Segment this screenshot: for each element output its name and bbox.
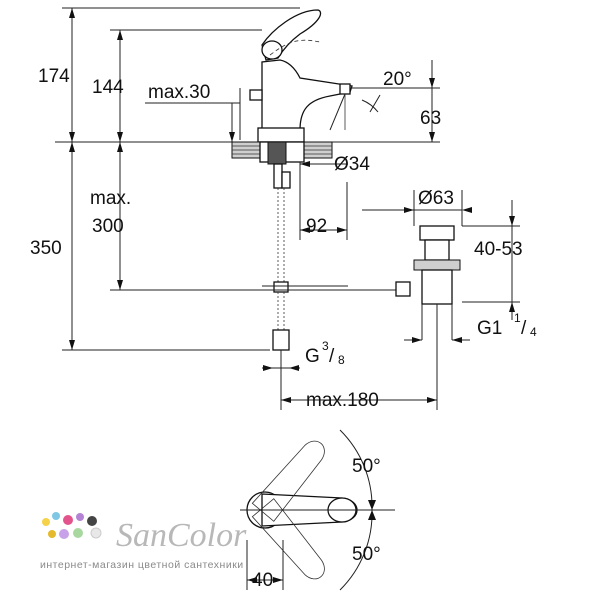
flex-hose [272, 188, 290, 375]
label-max30: max.30 [148, 82, 210, 103]
svg-text:G1: G1 [477, 318, 502, 339]
logo-dots-icon [42, 512, 102, 539]
dim-40-53 [462, 200, 520, 320]
sancolor-watermark: SanColor интернет-магазин цветной сантех… [40, 512, 247, 571]
label-40-53: 40-53 [474, 239, 523, 260]
label-max180: max.180 [306, 390, 379, 411]
dim-g38 [262, 365, 300, 371]
label-40: 40 [252, 570, 273, 591]
label-angle-20: 20° [383, 69, 412, 90]
svg-text:8: 8 [338, 353, 345, 367]
label-angle-50-bottom: 50° [352, 544, 381, 565]
dim-max180 [280, 375, 437, 410]
countertop-section [231, 141, 348, 189]
label-g38: G 3 / 8 [305, 339, 345, 367]
top-view [240, 429, 395, 591]
pop-up-waste [413, 225, 461, 410]
faucet-body [249, 9, 353, 143]
dim-dia63 [362, 190, 472, 226]
label-350: 350 [30, 238, 62, 259]
logo-tagline: интернет-магазин цветной сантехники [40, 559, 244, 571]
svg-text:1: 1 [514, 311, 521, 325]
svg-text:/: / [329, 346, 335, 367]
label-dia34: Ø34 [334, 154, 370, 175]
label-63: 63 [420, 108, 441, 129]
svg-text:3: 3 [322, 339, 329, 353]
label-144: 144 [92, 77, 124, 98]
label-angle-50-top: 50° [352, 456, 381, 477]
label-max300-line2: 300 [92, 216, 124, 237]
pop-up-rod [262, 281, 411, 297]
svg-text:/: / [521, 318, 527, 339]
label-92: 92 [306, 216, 327, 237]
label-max300-line1: max. [90, 188, 131, 209]
logo-brand-text: SanColor [116, 517, 247, 554]
svg-text:4: 4 [530, 325, 537, 339]
left-dimension-lines [55, 7, 440, 351]
spout-angle-dimension [329, 60, 440, 142]
label-174: 174 [38, 66, 70, 87]
dim-g114 [404, 337, 470, 343]
label-dia63: Ø63 [418, 188, 454, 209]
dim-92 [299, 162, 348, 240]
max30-dimension [145, 88, 241, 142]
label-g114: G1 1 / 4 [477, 311, 537, 339]
svg-text:G: G [305, 346, 320, 367]
